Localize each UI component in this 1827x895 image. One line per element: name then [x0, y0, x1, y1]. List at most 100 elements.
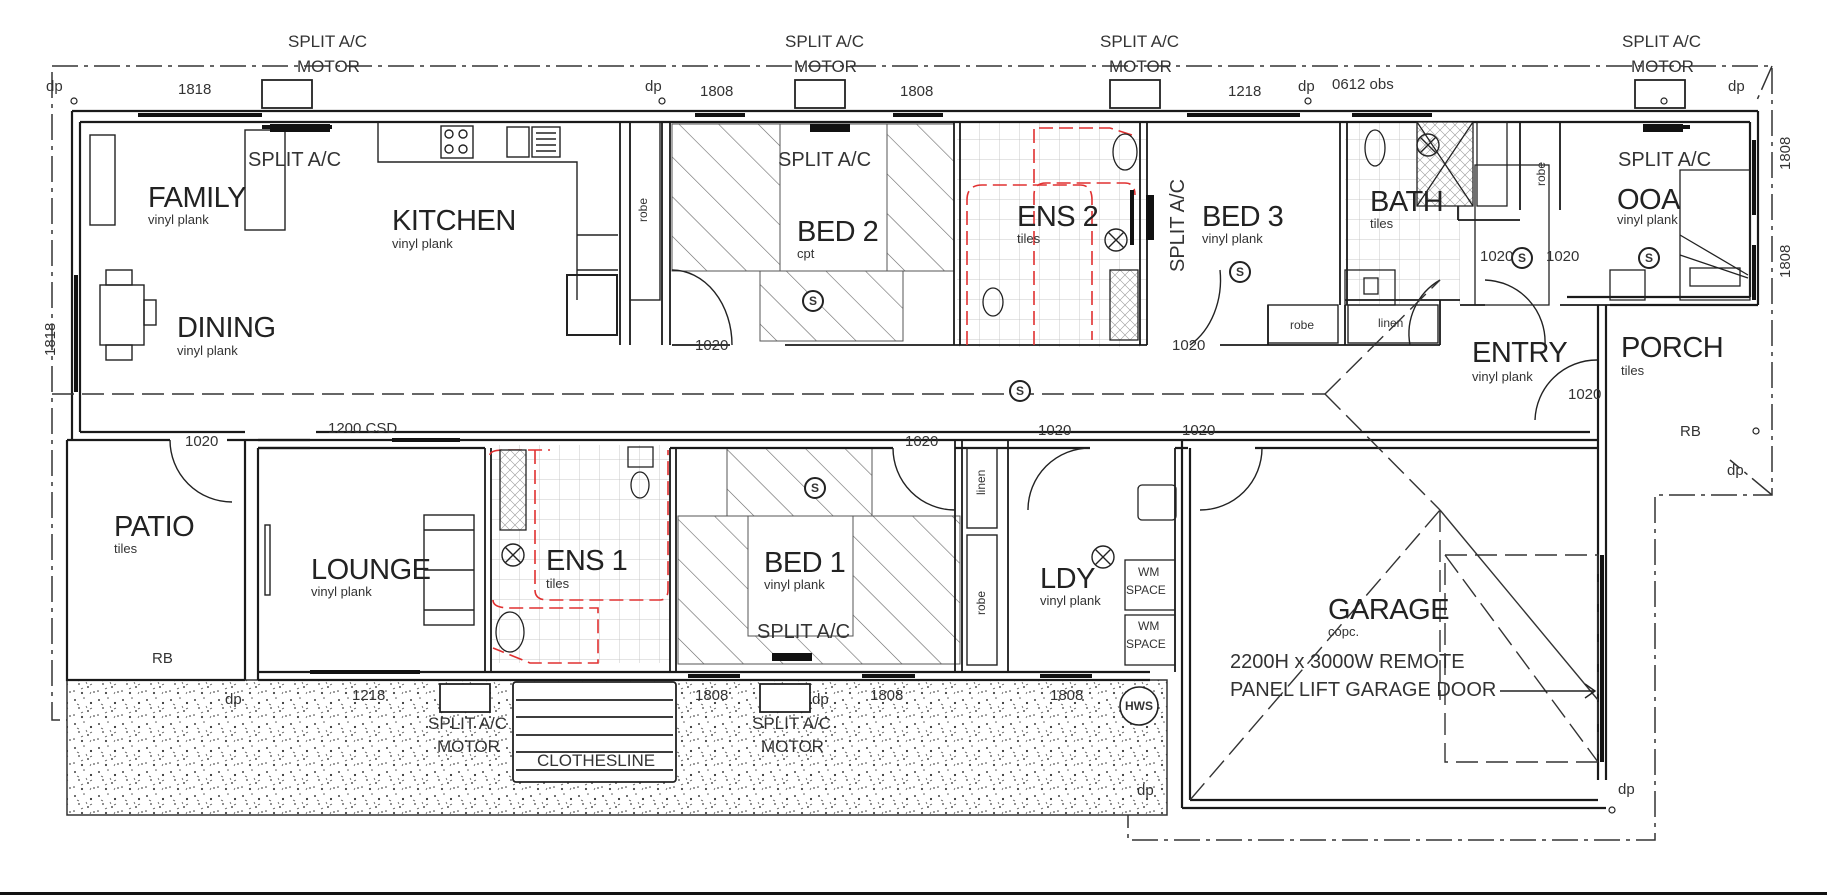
smoke-detector-icon-2: S [1016, 384, 1025, 398]
room-finish-dining: vinyl plank [177, 343, 238, 358]
ac-motor-label-3a: SPLIT A/C [1100, 32, 1180, 51]
room-label-bed1: BED 1 [764, 547, 846, 579]
dp-label-8: dp [812, 691, 829, 708]
ac-motor-label-1a: SPLIT A/C [288, 32, 368, 51]
dp-label-3: dp [1298, 78, 1315, 95]
ac-motor-label-6a: SPLIT A/C [752, 714, 832, 733]
eave-outline [51, 65, 1773, 841]
dp-label-5: dp [1727, 462, 1744, 479]
bed1-bed-upper [726, 447, 873, 517]
downpipe-markers [70, 97, 1760, 814]
garage-ridge-line [1439, 509, 1599, 701]
window-dim-0612-obs: 0612 obs [1332, 76, 1394, 93]
bed2-pillow [779, 123, 888, 272]
room-finish-ens2: tiles [1017, 231, 1041, 246]
robe-label-bed1: robe [974, 590, 988, 615]
smoke-detector-icon-3: S [1236, 265, 1245, 279]
kitchen-fixtures [89, 122, 618, 626]
robe-label-bed3: robe [1290, 318, 1315, 332]
smoke-detectors [802, 247, 1660, 499]
ac-motor-label-4b: MOTOR [1631, 57, 1694, 76]
dp-label-4: dp [1728, 78, 1745, 95]
room-label-bath: BATH [1370, 186, 1444, 218]
wm-space-2-line2: SPACE [1126, 637, 1166, 651]
room-finish-bed2: cpt [797, 246, 815, 261]
room-label-ooa: OOA [1617, 184, 1680, 216]
ac-label-bed3: SPLIT A/C [1167, 178, 1189, 272]
exhaust-fans [501, 133, 1440, 569]
sliding-door-label: 1200 CSD [328, 420, 398, 437]
room-label-bed2: BED 2 [797, 216, 879, 248]
rb-label-porch: RB [1680, 423, 1701, 440]
room-finish-family: vinyl plank [148, 212, 209, 227]
ac-motor-units [261, 79, 1686, 713]
smoke-detector-icon-4: S [1518, 251, 1527, 265]
wet-area-outlines [489, 127, 1136, 664]
room-label-dining: DINING [177, 312, 276, 344]
room-label-entry: ENTRY [1472, 337, 1568, 369]
garage-door-arrow [1500, 683, 1597, 699]
room-finish-patio: tiles [114, 541, 138, 556]
ac-motor-label-5b: MOTOR [437, 737, 500, 756]
door-dim-bed1: 1020 [905, 433, 939, 450]
ac-motor-label-2a: SPLIT A/C [785, 32, 865, 51]
dp-label-2: dp [645, 78, 662, 95]
ac-label-family: SPLIT A/C [248, 149, 342, 171]
room-label-porch: PORCH [1621, 332, 1724, 364]
room-label-kitchen: KITCHEN [392, 205, 516, 237]
door-dim-entry: 1020 [1568, 386, 1602, 403]
room-finish-bed1: vinyl plank [764, 577, 825, 592]
wm-space-1-line1: WM [1138, 565, 1160, 579]
dp-label-7: dp [225, 691, 242, 708]
robe-label-kitchen: robe [636, 197, 650, 222]
window-dim-1808-bottom-a: 1808 [695, 687, 729, 704]
window-dim-1808-a: 1808 [700, 83, 734, 100]
bed1-pillow [747, 515, 854, 637]
room-finish-lounge: vinyl plank [311, 584, 372, 599]
room-label-family: FAMILY [148, 182, 247, 214]
image-border-bottom [0, 892, 1827, 895]
garage-door-note-line2: PANEL LIFT GARAGE DOOR [1230, 679, 1497, 701]
window-dim-1808-bottom-c: 1808 [1050, 687, 1084, 704]
door-dim-bath: 1020 [1480, 248, 1514, 265]
dp-label-1: dp [46, 78, 63, 95]
rb-label-patio: RB [152, 650, 173, 667]
garage-door-note-line1: 2200H x 3000W REMOTE [1230, 651, 1465, 673]
wm-space-2-line1: WM [1138, 619, 1160, 633]
hot-water-system [1119, 686, 1159, 726]
roof-lines [52, 279, 1599, 801]
room-finish-ldy: vinyl plank [1040, 593, 1101, 608]
room-finish-bed3: vinyl plank [1202, 231, 1263, 246]
ac-motor-label-6b: MOTOR [761, 737, 824, 756]
smoke-detector-icon-1: S [809, 294, 818, 308]
room-finish-entry: vinyl plank [1472, 369, 1533, 384]
room-finish-ooa: vinyl plank [1617, 212, 1678, 227]
window-dim-1218-bottom: 1218 [352, 687, 386, 704]
linen-label-bed1: linen [974, 469, 988, 495]
bathroom-fixtures [495, 121, 1751, 666]
door-dim-bed3: 1020 [1172, 337, 1206, 354]
window-dim-1218-top: 1218 [1228, 83, 1262, 100]
ac-motor-label-1b: MOTOR [297, 57, 360, 76]
room-label-patio: PATIO [114, 511, 195, 543]
smoke-detector-icon-6: S [811, 481, 820, 495]
ac-label-bed2: SPLIT A/C [778, 149, 872, 171]
ac-label-ooa: SPLIT A/C [1618, 149, 1712, 171]
ac-motor-label-4a: SPLIT A/C [1622, 32, 1702, 51]
window-dim-1818-top: 1818 [178, 81, 212, 98]
ac-label-bed1: SPLIT A/C [757, 621, 851, 643]
clothesline-label: CLOTHESLINE [537, 751, 656, 770]
ac-motor-label-5a: SPLIT A/C [428, 714, 508, 733]
wm-space-1-line2: SPACE [1126, 583, 1166, 597]
window-dim-1818-left: 1818 [42, 322, 59, 356]
room-finish-bath: tiles [1370, 216, 1394, 231]
room-label-bed3: BED 3 [1202, 201, 1284, 233]
dp-label-6: dp [1618, 781, 1635, 798]
door-dim-ldy: 1020 [1038, 422, 1072, 439]
smoke-detector-icon-5: S [1645, 251, 1654, 265]
robes [629, 121, 1439, 666]
room-finish-porch: tiles [1621, 363, 1645, 378]
window-dim-1808-bottom-b: 1808 [870, 687, 904, 704]
ac-indoor-units [270, 124, 1683, 661]
